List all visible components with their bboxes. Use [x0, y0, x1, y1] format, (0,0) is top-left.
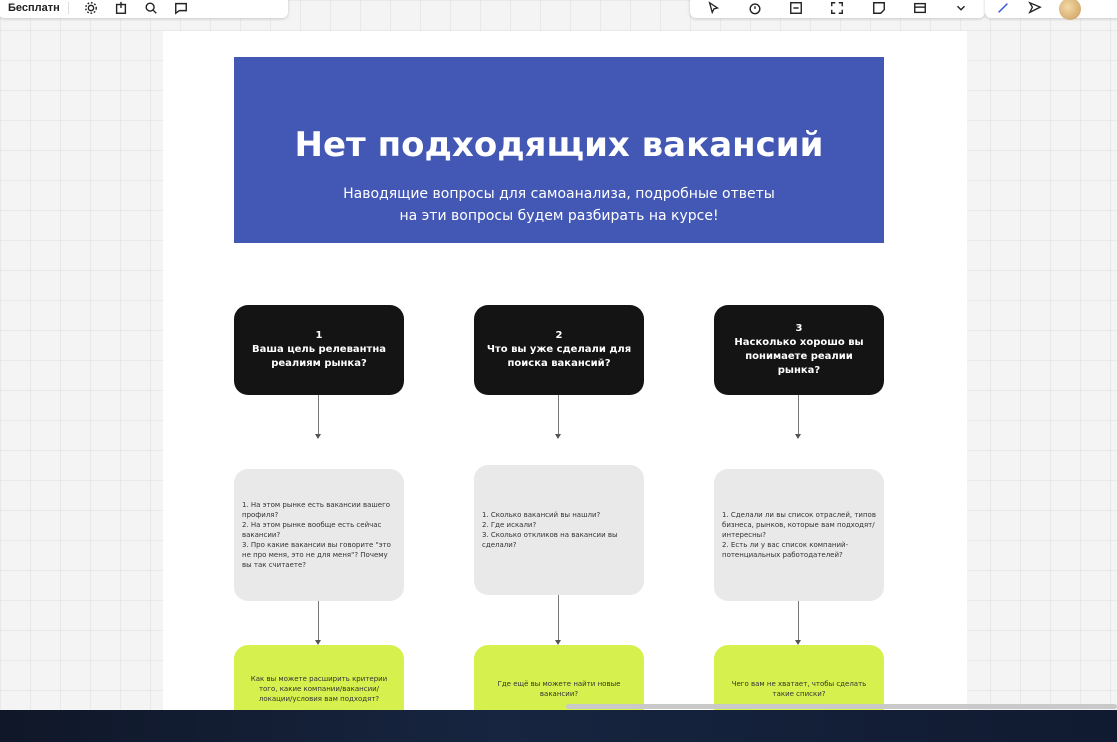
- plus-icon[interactable]: [995, 0, 1011, 16]
- expand-icon[interactable]: [829, 0, 845, 16]
- bottom-bar: [0, 710, 1117, 742]
- question-number: 2: [555, 330, 563, 341]
- connector-arrow: [555, 395, 561, 439]
- page-subtitle: Наводящие вопросы для самоанализа, подро…: [343, 186, 775, 224]
- board-frame: Нет подходящих вакансий Наводящие вопрос…: [163, 31, 967, 733]
- user-toolbar: [985, 0, 1117, 20]
- comment-icon[interactable]: [173, 0, 189, 16]
- detail-item: 1. Сделали ли вы список отраслей, типов …: [722, 511, 876, 539]
- page-title: Нет подходящих вакансий: [294, 125, 824, 165]
- connector-arrow: [315, 395, 321, 439]
- question-text: Насколько хорошо вы понимаете реалии рын…: [734, 337, 864, 376]
- detail-item: 3. Про какие вакансии вы говорите "это н…: [242, 541, 391, 569]
- board-toolbar: Бесплатн: [0, 0, 288, 18]
- question-card[interactable]: 2 Что вы уже сделали для поиска вакансий…: [474, 305, 644, 395]
- detail-item: 1. На этом рынке есть вакансии вашего пр…: [242, 501, 391, 519]
- share-icon[interactable]: [113, 0, 129, 16]
- detail-item: 1. Сколько вакансий вы нашли?: [482, 511, 601, 519]
- detail-item: 2. На этом рынке вообще есть сейчас вака…: [242, 521, 382, 539]
- detail-item: 2. Есть ли у вас список компаний-потенци…: [722, 541, 849, 559]
- frame-icon[interactable]: [788, 0, 804, 16]
- action-text: Как вы можете расширить критерии того, к…: [250, 675, 388, 703]
- detail-item: 3. Сколько откликов на вакансии вы сдела…: [482, 531, 618, 549]
- pointer-icon[interactable]: [706, 0, 722, 16]
- detail-item: 2. Где искали?: [482, 521, 537, 529]
- question-text: Что вы уже сделали для поиска вакансий?: [486, 344, 632, 369]
- sticky-icon[interactable]: [871, 0, 887, 16]
- card-icon[interactable]: [912, 0, 928, 16]
- connector-arrow: [315, 601, 321, 645]
- connector-arrow: [795, 395, 801, 439]
- details-card[interactable]: 1. На этом рынке есть вакансии вашего пр…: [234, 469, 404, 601]
- question-card[interactable]: 1 Ваша цель релевантна реалиям рынка?: [234, 305, 404, 395]
- details-card[interactable]: 1. Сделали ли вы список отраслей, типов …: [714, 469, 884, 601]
- gear-icon[interactable]: [83, 0, 99, 16]
- question-text: Ваша цель релевантна реалиям рынка?: [251, 344, 387, 369]
- question-number: 1: [315, 330, 323, 341]
- avatar[interactable]: [1059, 0, 1081, 20]
- search-icon[interactable]: [143, 0, 159, 16]
- action-text: Где ещё вы можете найти новые вакансии?: [497, 680, 621, 698]
- connector-arrow: [795, 601, 801, 645]
- timer-icon[interactable]: [747, 0, 763, 16]
- header-banner: Нет подходящих вакансий Наводящие вопрос…: [234, 57, 884, 243]
- horizontal-scrollbar[interactable]: [566, 704, 1117, 709]
- connector-arrow: [555, 595, 561, 645]
- collaboration-toolbar: [690, 0, 985, 18]
- board-title[interactable]: Бесплатн: [8, 2, 69, 14]
- action-text: Чего вам не хватает, чтобы сделать такие…: [731, 680, 867, 698]
- question-number: 3: [795, 323, 803, 334]
- question-card[interactable]: 3 Насколько хорошо вы понимаете реалии р…: [714, 305, 884, 395]
- send-icon[interactable]: [1027, 0, 1043, 16]
- chevron-icon[interactable]: [953, 0, 969, 16]
- details-card[interactable]: 1. Сколько вакансий вы нашли? 2. Где иск…: [474, 465, 644, 595]
